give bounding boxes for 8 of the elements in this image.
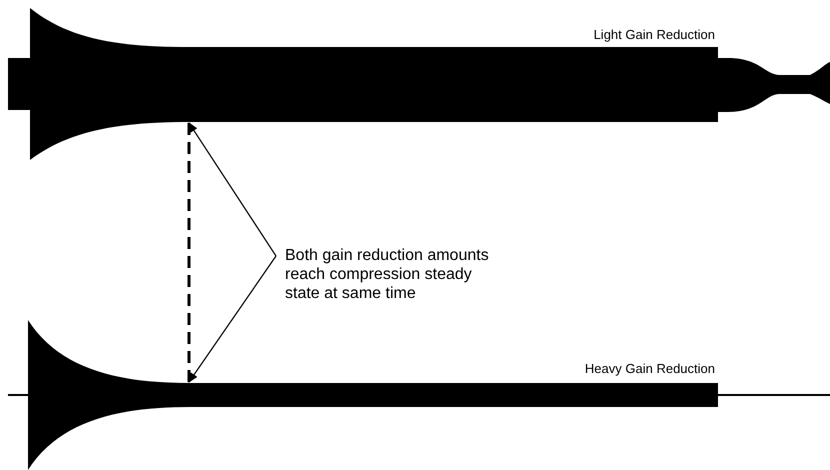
waveform-label: Heavy Gain Reduction bbox=[584, 361, 715, 376]
leader-line bbox=[188, 122, 276, 256]
dashed-line bbox=[188, 123, 190, 382]
waveform-label: Light Gain Reduction bbox=[594, 27, 715, 42]
waveform-drawing bbox=[8, 8, 830, 160]
leader-line bbox=[188, 256, 276, 383]
annotation-text: Both gain reduction amounts reach compression steady state at same time bbox=[276, 246, 500, 303]
waveform-drawing bbox=[8, 320, 830, 470]
